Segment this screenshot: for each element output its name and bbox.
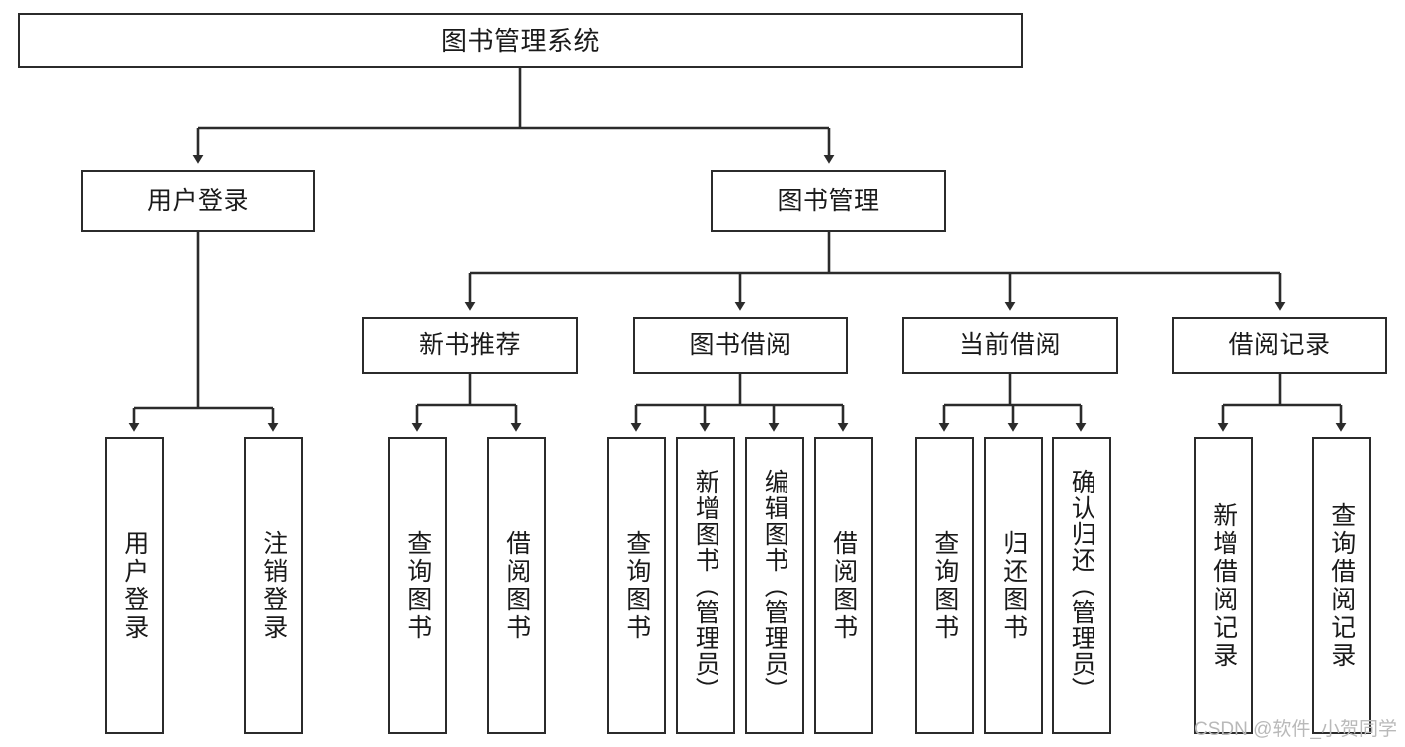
node-level3-3[interactable]: 当前借阅: [902, 317, 1118, 374]
node-leaf-8[interactable]: 借阅图书: [814, 437, 873, 734]
node-leaf-6-label: 新增图书（管理员）: [692, 468, 719, 703]
node-level2-2-label: 图书管理: [777, 186, 880, 215]
node-leaf-12[interactable]: 新增借阅记录: [1194, 437, 1253, 734]
node-level3-4[interactable]: 借阅记录: [1172, 317, 1387, 374]
node-leaf-11-label: 确认归还（管理员）: [1068, 468, 1095, 703]
node-leaf-9-label: 查询图书: [931, 529, 958, 642]
node-leaf-10-label: 归还图书: [1000, 529, 1027, 642]
node-leaf-7[interactable]: 编辑图书（管理员）: [745, 437, 804, 734]
node-leaf-2-label: 注销登录: [260, 529, 287, 642]
node-leaf-1-label: 用户登录: [121, 529, 148, 642]
node-leaf-8-label: 借阅图书: [830, 529, 857, 642]
node-leaf-5[interactable]: 查询图书: [607, 437, 666, 734]
node-leaf-7-label: 编辑图书（管理员）: [761, 468, 788, 703]
node-leaf-6[interactable]: 新增图书（管理员）: [676, 437, 735, 734]
node-level3-2[interactable]: 图书借阅: [633, 317, 848, 374]
node-leaf-2[interactable]: 注销登录: [244, 437, 303, 734]
node-level2-1-label: 用户登录: [146, 186, 249, 215]
node-level3-1[interactable]: 新书推荐: [362, 317, 578, 374]
node-leaf-4-label: 借阅图书: [503, 529, 530, 642]
node-level2-2[interactable]: 图书管理: [711, 170, 946, 232]
node-leaf-5-label: 查询图书: [623, 529, 650, 642]
node-leaf-12-label: 新增借阅记录: [1210, 501, 1237, 670]
node-leaf-10[interactable]: 归还图书: [984, 437, 1043, 734]
node-level2-1[interactable]: 用户登录: [81, 170, 315, 232]
node-leaf-3-label: 查询图书: [404, 529, 431, 642]
node-level3-4-label: 借阅记录: [1228, 331, 1331, 359]
node-level3-3-label: 当前借阅: [958, 331, 1061, 359]
node-level3-2-label: 图书借阅: [689, 331, 792, 359]
watermark-text: CSDN @软件_小贺同学: [1194, 719, 1397, 740]
node-leaf-3[interactable]: 查询图书: [388, 437, 447, 734]
node-leaf-1[interactable]: 用户登录: [105, 437, 164, 734]
node-root[interactable]: 图书管理系统: [18, 13, 1023, 68]
node-level3-1-label: 新书推荐: [418, 331, 521, 359]
node-leaf-4[interactable]: 借阅图书: [487, 437, 546, 734]
node-root-label: 图书管理系统: [440, 25, 600, 56]
node-leaf-11[interactable]: 确认归还（管理员）: [1052, 437, 1111, 734]
node-leaf-9[interactable]: 查询图书: [915, 437, 974, 734]
node-leaf-13-label: 查询借阅记录: [1328, 501, 1355, 670]
node-leaf-13[interactable]: 查询借阅记录: [1312, 437, 1371, 734]
